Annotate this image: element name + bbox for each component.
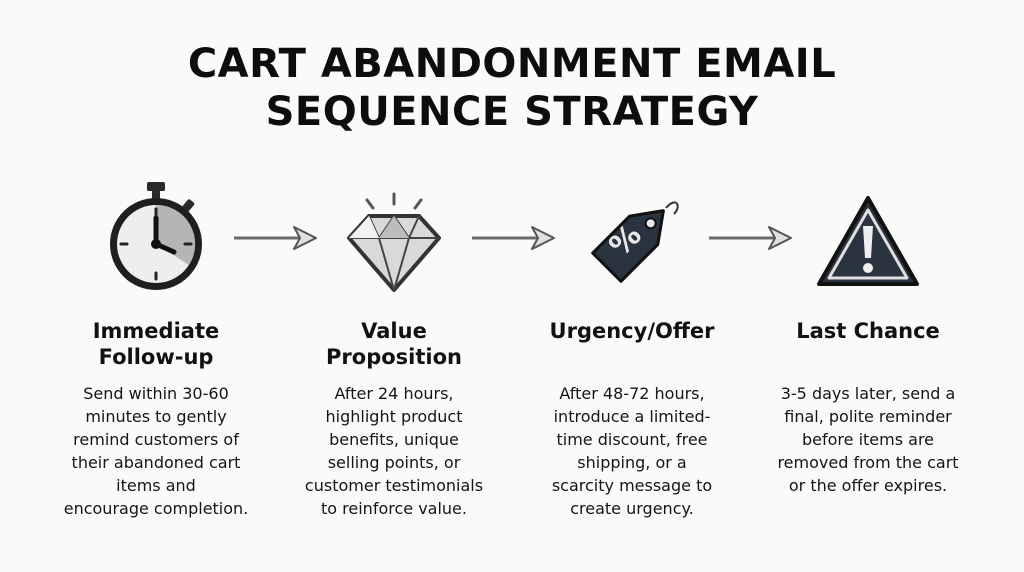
step-description-line: shipping, or a: [577, 453, 687, 472]
step-title-line: Value: [361, 319, 427, 343]
step-description-line: introduce a limited-: [553, 407, 711, 426]
title-line-1: CART ABANDONMENT EMAIL: [187, 41, 837, 87]
step-description-line: to reinforce value.: [321, 499, 467, 518]
step-description-line: highlight product: [325, 407, 463, 426]
step-description: After 24 hours, highlight product benefi…: [284, 382, 504, 520]
step-description-line: their abandoned cart: [71, 453, 241, 472]
step-title-line: Follow-up: [98, 345, 214, 369]
step-title: Last Chance: [758, 318, 978, 374]
step-value-proposition: Value Proposition After 24 hours, highli…: [284, 318, 504, 520]
step-title-line: Urgency/Offer: [549, 319, 715, 343]
diamond-icon: [347, 192, 441, 292]
step-last-chance: Last Chance 3-5 days later, send a final…: [758, 318, 978, 497]
title-line-2: SEQUENCE STRATEGY: [265, 89, 759, 135]
step-urgency-offer: Urgency/Offer After 48-72 hours, introdu…: [522, 318, 742, 520]
step-title-line: Immediate: [92, 319, 220, 343]
step-description-line: 3-5 days later, send a: [780, 384, 956, 403]
step-description-line: remind customers of: [73, 430, 239, 449]
arrow-icon: [709, 226, 792, 250]
step-description-line: encourage completion.: [63, 499, 249, 518]
warning-triangle-icon: [817, 196, 919, 286]
step-title-line: Proposition: [326, 345, 462, 369]
step-description-line: benefits, unique: [329, 430, 459, 449]
arrow-icon: [234, 226, 317, 250]
step-description-line: minutes to gently: [85, 407, 227, 426]
step-description-line: final, polite reminder: [784, 407, 952, 426]
page-title: CART ABANDONMENT EMAIL SEQUENCE STRATEGY: [0, 40, 1024, 136]
step-description-line: removed from the cart: [777, 453, 959, 472]
step-immediate-follow-up: Immediate Follow-up Send within 30-60 mi…: [46, 318, 266, 520]
step-description-line: before items are: [801, 430, 935, 449]
stopwatch-icon: [110, 182, 202, 290]
step-description: After 48-72 hours, introduce a limited- …: [522, 382, 742, 520]
step-description-line: create urgency.: [570, 499, 694, 518]
price-tag-percent-icon: %: [591, 201, 679, 283]
step-description-line: scarcity message to: [551, 476, 713, 495]
step-description-line: Send within 30-60: [83, 384, 229, 403]
step-title: Immediate Follow-up: [46, 318, 266, 374]
step-description: Send within 30-60 minutes to gently remi…: [46, 382, 266, 520]
step-description-line: After 48-72 hours,: [559, 384, 705, 403]
step-description-line: or the offer expires.: [788, 476, 948, 495]
step-description-line: customer testimonials: [304, 476, 484, 495]
step-description-line: time discount, free: [556, 430, 708, 449]
step-title: Urgency/Offer: [522, 318, 742, 374]
step-description: 3-5 days later, send a final, polite rem…: [758, 382, 978, 497]
step-description-line: After 24 hours,: [334, 384, 454, 403]
step-title: Value Proposition: [284, 318, 504, 374]
step-description-line: items and: [116, 476, 196, 495]
arrow-icon: [472, 226, 555, 250]
step-description-line: selling points, or: [327, 453, 461, 472]
step-title-line: Last Chance: [796, 319, 940, 343]
